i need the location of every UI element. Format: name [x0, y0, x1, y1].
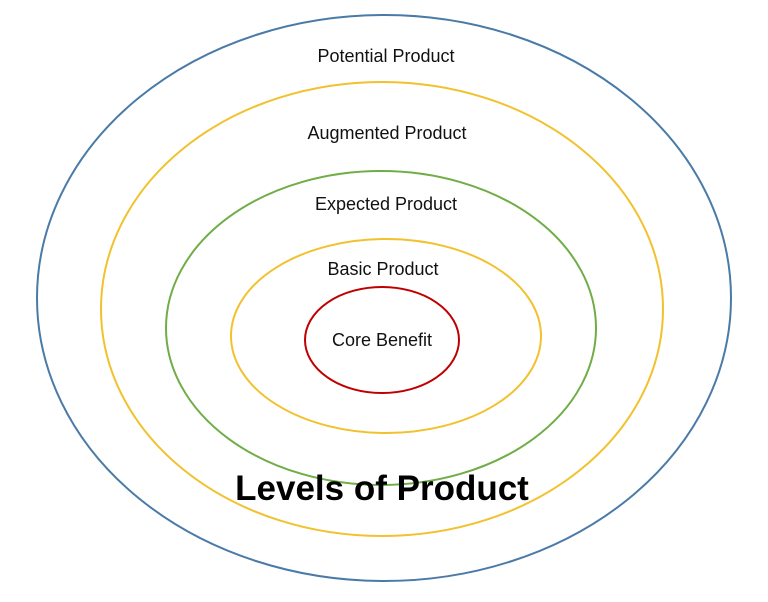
label-basic-product: Basic Product	[327, 259, 438, 279]
label-core-benefit: Core Benefit	[332, 330, 432, 350]
ring-expected-product	[165, 170, 597, 486]
label-augmented-product: Augmented Product	[307, 123, 466, 143]
label-expected-product: Expected Product	[315, 194, 457, 214]
label-potential-product: Potential Product	[317, 46, 454, 66]
ring-augmented-product	[100, 81, 664, 537]
ring-basic-product	[230, 238, 542, 434]
diagram-title: Levels of Product	[235, 469, 529, 508]
ring-potential-product	[36, 14, 732, 582]
ring-core-benefit	[304, 286, 460, 394]
